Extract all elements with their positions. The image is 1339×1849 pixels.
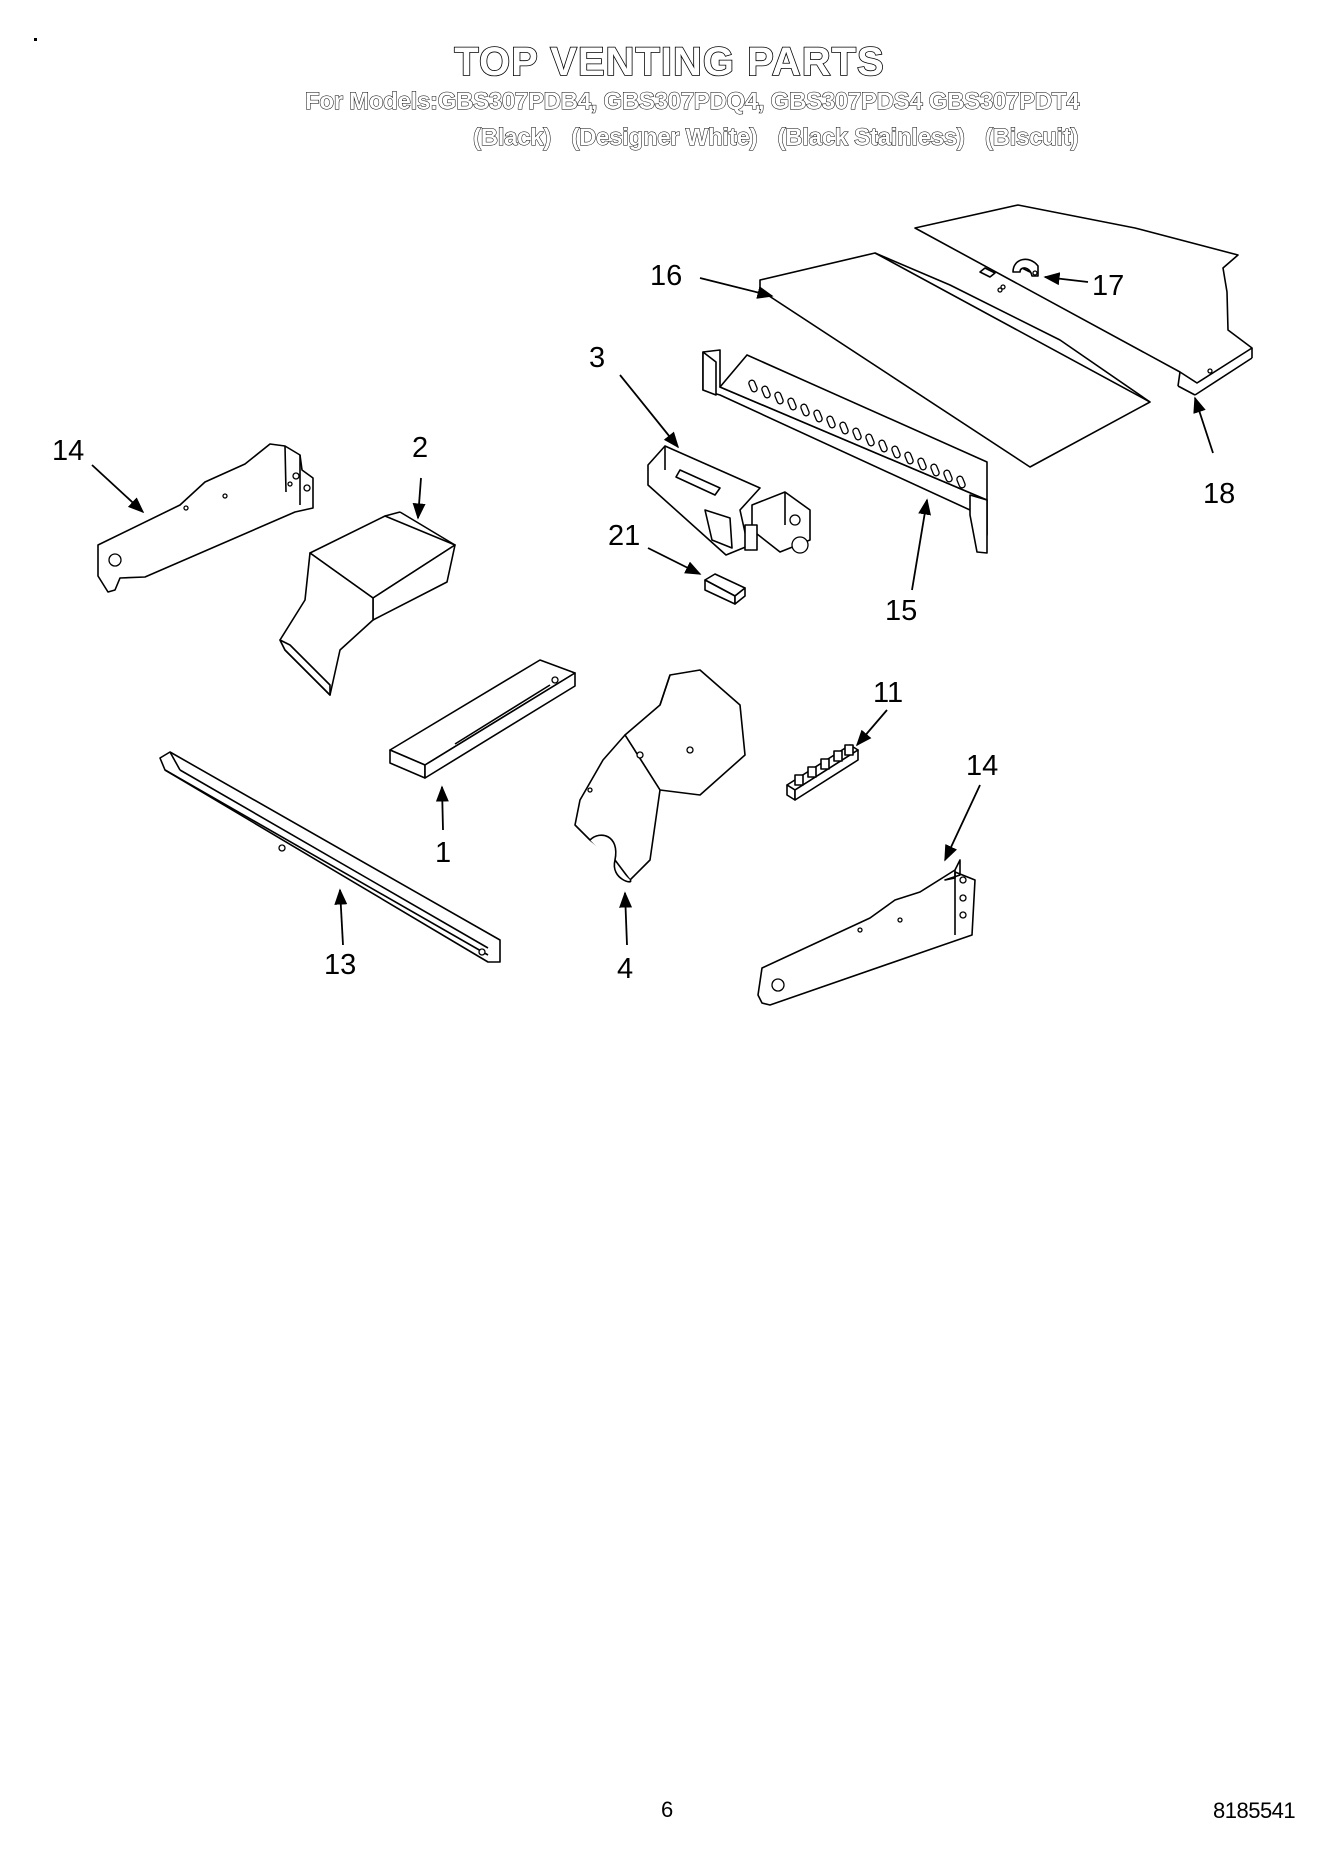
part-3-fan-assembly: [647, 445, 811, 556]
callout-11: 11: [873, 677, 903, 709]
callout-1: 1: [435, 837, 451, 869]
callout-14-left: 14: [52, 435, 84, 467]
callout-arrows: [91, 272, 1214, 946]
color-black-stainless: (Black Stainless): [777, 124, 965, 152]
arrow-21: [647, 547, 702, 575]
arrow-17: [1043, 272, 1089, 286]
part-4-curved-duct: [574, 669, 746, 883]
arrow-13: [334, 888, 348, 946]
document-number: 8185541: [1213, 1798, 1296, 1823]
callout-21: 21: [608, 520, 640, 552]
part-17-clip: [1012, 258, 1039, 277]
models-line: For Models:GBS307PDB4, GBS307PDQ4, GBS30…: [304, 88, 1080, 116]
callout-4: 4: [617, 953, 633, 985]
arrow-1: [435, 785, 449, 831]
arrow-4: [619, 891, 633, 946]
color-biscuit: (Biscuit): [984, 124, 1079, 152]
colors-line: (Black) (Designer White) (Black Stainles…: [473, 124, 1092, 152]
callout-14-right: 14: [966, 750, 998, 782]
arrow-15: [911, 498, 931, 591]
part-21-connector-block: [704, 573, 746, 605]
page-number: 6: [661, 1797, 674, 1822]
part-14-left-side-bracket: [97, 443, 314, 593]
stray-mark: [34, 38, 37, 41]
part-16-vent-panel: [759, 252, 1151, 468]
arrow-3: [619, 374, 680, 449]
callout-15: 15: [885, 595, 917, 627]
color-black: (Black): [473, 124, 552, 152]
arrow-14-right: [944, 784, 981, 862]
part-13-rail: [159, 751, 501, 963]
part-2-vent-duct: [279, 511, 456, 696]
arrow-11: [855, 709, 888, 747]
part-11-terminal-block: [786, 744, 859, 801]
callout-2: 2: [412, 432, 428, 464]
callout-3: 3: [589, 342, 605, 374]
arrow-18: [1193, 396, 1214, 454]
page-title: TOP VENTING PARTS: [453, 39, 885, 85]
callout-18: 18: [1203, 478, 1235, 510]
callout-17: 17: [1092, 270, 1124, 302]
part-18-top-panel: [914, 204, 1253, 396]
callout-16: 16: [650, 260, 682, 292]
arrow-16: [699, 277, 774, 299]
part-14-right-side-bracket: [757, 859, 976, 1006]
arrow-14-left: [91, 464, 145, 514]
arrow-2: [412, 477, 426, 520]
callout-labels: 16 17 18 3 15 14 2 21 11 14 1 13 4: [52, 260, 1235, 985]
callout-13: 13: [324, 949, 356, 981]
channel-perforations: [748, 379, 966, 489]
part-1-strip: [389, 659, 576, 779]
color-designer-white: (Designer White): [571, 124, 758, 152]
part-15-vent-channel: [702, 349, 988, 554]
